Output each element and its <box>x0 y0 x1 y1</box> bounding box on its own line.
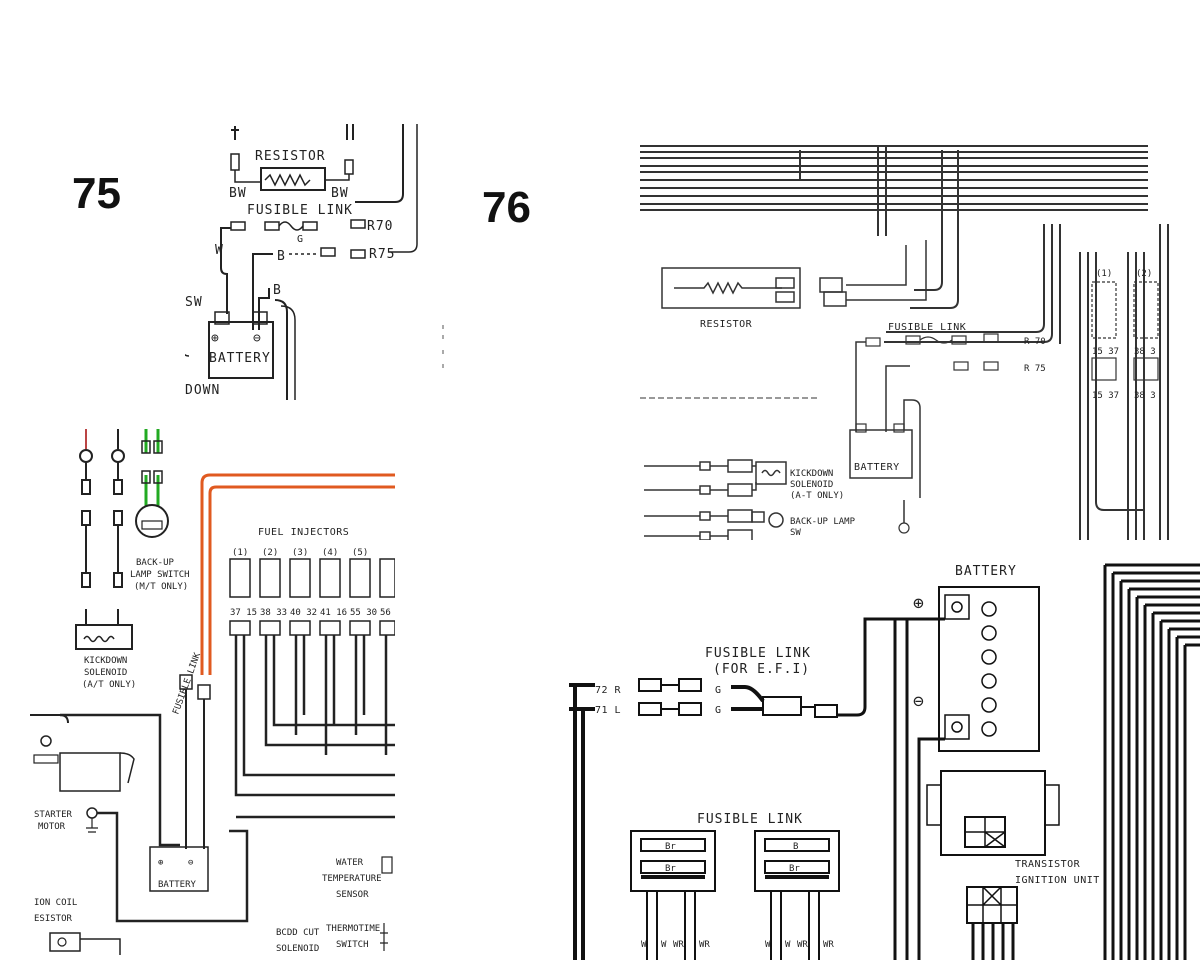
pins-4: 41 16 <box>320 608 347 618</box>
br3-label: Br <box>789 864 800 874</box>
pin-l-1: W <box>661 940 667 950</box>
pins-2: 38 33 <box>260 608 287 618</box>
fusible-link-label-78: FUSIBLE LINK <box>697 812 803 827</box>
bcdd-solenoid-label: SOLENOID <box>276 944 319 954</box>
pin-l-3: WR <box>699 940 710 950</box>
resistor-label-76: RESISTOR <box>700 319 753 330</box>
pins-6: 56 <box>380 608 391 618</box>
bcdd-cut-label: BCDD CUT <box>276 928 320 938</box>
inj1-label-76: (1) <box>1096 269 1112 279</box>
panel-78-diagram: BATTERY ⊕ ⊖ FUSIBLE LINK (FOR E.F.I) 72 … <box>565 555 1200 960</box>
r70-label: R70 <box>367 219 393 234</box>
g2-label: G <box>715 705 722 716</box>
w-label: W <box>215 243 224 258</box>
for-efi-label: (FOR E.F.I) <box>713 662 810 677</box>
battery-label: BATTERY <box>209 351 271 366</box>
battery-plus-77: ⊕ <box>158 858 163 868</box>
backup-lamp-label-76: BACK-UP LAMP <box>790 517 856 527</box>
pin-r-1: W <box>785 940 791 950</box>
br1-label: Br <box>665 842 676 852</box>
fusible-link-efi-label: FUSIBLE LINK <box>705 646 811 661</box>
battery-label-76: BATTERY <box>854 462 900 473</box>
panel-75-diagram: RESISTOR BW BW FUSIBLE LINK G R70 R75 W … <box>185 120 450 400</box>
inj-1: (1) <box>232 548 248 558</box>
motor-label: MOTOR <box>38 822 66 832</box>
lamp-switch-label-77: LAMP SWITCH <box>130 570 190 580</box>
pin-r-3: WR <box>823 940 834 950</box>
thermotime-label: THERMOTIME <box>326 924 380 934</box>
panel-77-svg: BACK-UP LAMP SWITCH (M/T ONLY) KICKDOWN … <box>30 429 395 955</box>
b-label-2: B <box>273 283 282 298</box>
battery-minus-77: ⊖ <box>188 858 193 868</box>
inj2-label-76: (2) <box>1136 269 1152 279</box>
battery-label-77: BATTERY <box>158 880 197 890</box>
fusible-link-label: FUSIBLE LINK <box>247 203 353 218</box>
sw-label-76: SW <box>790 528 801 538</box>
solenoid-label-76: SOLENOID <box>790 480 833 490</box>
pin-r-2: WR <box>797 940 808 950</box>
pin-a1-76: 15 37 <box>1092 347 1119 357</box>
fuel-injectors-label: FUEL INJECTORS <box>258 527 349 538</box>
pin-b1-76: 15 37 <box>1092 391 1119 401</box>
r75-label-76: R 75 <box>1024 364 1046 374</box>
inj-5: (5) <box>352 548 368 558</box>
l71-label: 71 L <box>595 705 621 716</box>
kickdown-label-76: KICKDOWN <box>790 469 833 479</box>
panel-76-svg: RESISTOR FUSIBLE LINK R 70 R 75 BATTERY <box>640 145 1169 540</box>
mt-only-label-77: (M/T ONLY) <box>134 582 188 592</box>
battery-label-78: BATTERY <box>955 564 1017 579</box>
pin-l-2: WR <box>673 940 684 950</box>
at-only-label-76: (A-T ONLY) <box>790 491 844 501</box>
at-only-label-77: (A/T ONLY) <box>82 680 136 690</box>
pin-r-0: W <box>765 940 771 950</box>
pins-5: 55 30 <box>350 608 377 618</box>
g-label: G <box>297 234 304 245</box>
fusible-link-label-76: FUSIBLE LINK <box>888 322 966 333</box>
solenoid-label-77: SOLENOID <box>84 668 127 678</box>
battery-minus: ⊖ <box>253 331 262 346</box>
ignition-unit-label: IGNITION UNIT <box>1015 875 1100 886</box>
b-label-1: B <box>277 249 286 264</box>
inj-2: (2) <box>262 548 278 558</box>
battery-plus: ⊕ <box>211 331 220 346</box>
battery-minus-78: ⊖ <box>913 691 925 712</box>
battery-plus-78: ⊕ <box>913 593 925 614</box>
pins-3: 40 32 <box>290 608 317 618</box>
bw-left-label: BW <box>229 186 247 201</box>
pin-b2-76: 38 3 <box>1134 391 1156 401</box>
resistor-label: RESISTOR <box>255 149 326 164</box>
backup-label-77: BACK-UP <box>136 558 175 568</box>
temperature-label: TEMPERATURE <box>322 874 382 884</box>
esistor-label: ESISTOR <box>34 914 73 924</box>
r75-label: R75 <box>369 247 395 262</box>
starter-label: STARTER <box>34 810 73 820</box>
br2-label: Br <box>665 864 676 874</box>
inj-3: (3) <box>292 548 308 558</box>
pins-1: 37 15 <box>230 608 257 618</box>
sw-label: SW <box>185 295 203 310</box>
injector-group: (1) (2) (3) (4) (5) 37 15 38 33 40 32 41… <box>230 548 391 618</box>
water-label: WATER <box>336 858 364 868</box>
fusible-link-label-77: FUSIBLE LINK <box>171 651 203 716</box>
panel-78-svg: BATTERY ⊕ ⊖ FUSIBLE LINK (FOR E.F.I) 72 … <box>569 563 1200 960</box>
panel-75-svg: RESISTOR BW BW FUSIBLE LINK G R70 R75 W … <box>185 124 444 400</box>
b1-label-78: B <box>793 842 798 852</box>
panel-76-diagram: RESISTOR FUSIBLE LINK R 70 R 75 BATTERY <box>640 140 1200 540</box>
panel-75-number: 75 <box>72 169 121 218</box>
transistor-label: TRANSISTOR <box>1015 859 1081 870</box>
panel-77-diagram: BACK-UP LAMP SWITCH (M/T ONLY) KICKDOWN … <box>30 425 395 955</box>
inj-4: (4) <box>322 548 338 558</box>
pin-a2-76: 38 3 <box>1134 347 1156 357</box>
g1-label: G <box>715 685 722 696</box>
panel-76-number: 76 <box>482 183 531 232</box>
down-label: DOWN <box>185 383 220 398</box>
switch-label: SWITCH <box>336 940 369 950</box>
bw-right-label: BW <box>331 186 349 201</box>
sensor-label: SENSOR <box>336 890 369 900</box>
r70-label-76: R 70 <box>1024 337 1046 347</box>
pin-l-0: W <box>641 940 647 950</box>
kickdown-label-77: KICKDOWN <box>84 656 127 666</box>
ion-coil-label: ION COIL <box>34 898 77 908</box>
r72-label: 72 R <box>595 685 622 696</box>
